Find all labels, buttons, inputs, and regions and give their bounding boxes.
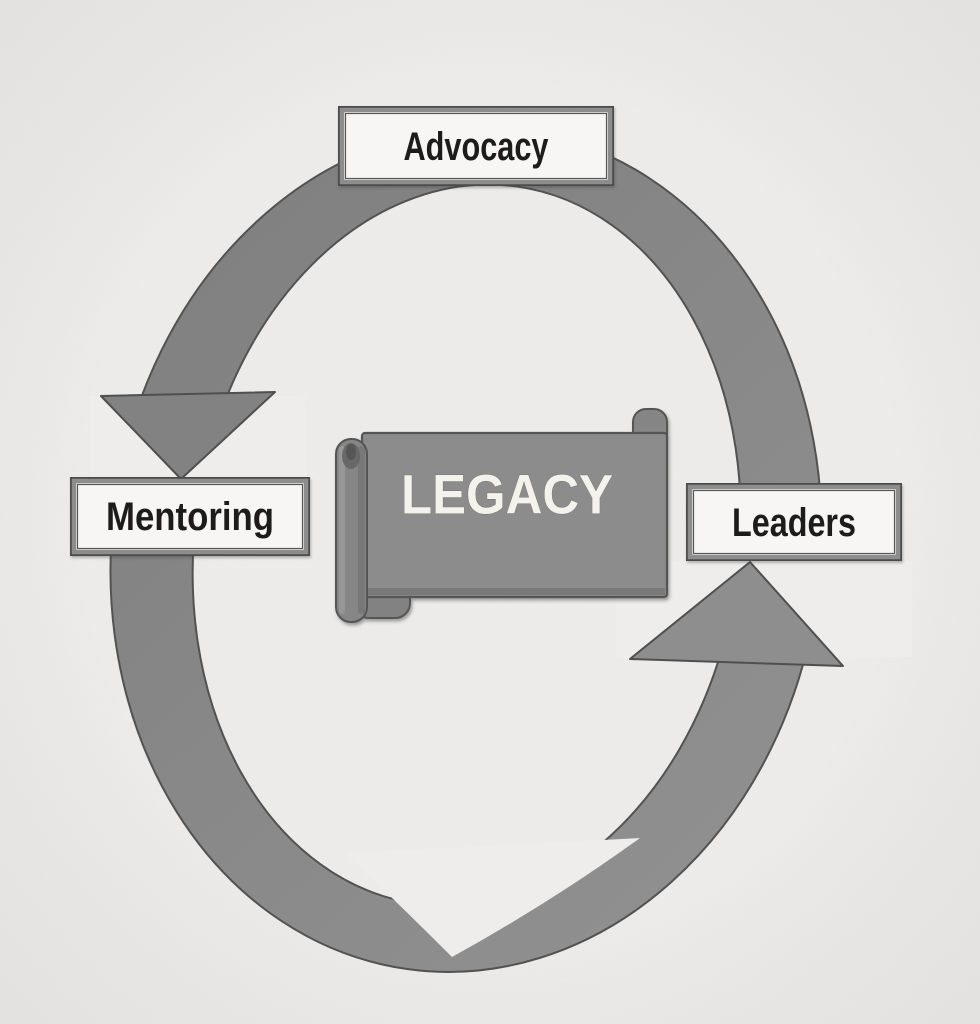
scroll-roll-opening-core (346, 444, 356, 460)
node-box-advocacy: Advocacy (338, 106, 614, 186)
legacy-label: LEGACY (401, 463, 613, 526)
advocacy-box-outer-edge (338, 106, 614, 186)
node-label-leaders: Leaders (732, 501, 856, 545)
mentoring-box-outer-edge (70, 477, 310, 556)
scroll-panel-bottom-shade (364, 588, 665, 595)
scroll-roll-highlight (339, 446, 345, 614)
node-label-mentoring: Mentoring (106, 495, 274, 539)
arrow-tail-notch (345, 838, 640, 957)
mentoring-box-frame (71, 478, 309, 555)
mentoring-box-inner-edge (76, 483, 304, 550)
leaders-box-frame (687, 484, 901, 560)
legacy-scroll: LEGACY (335, 408, 669, 623)
advocacy-box-frame (339, 107, 613, 185)
scroll-roll-shade (358, 446, 365, 614)
node-box-mentoring: Mentoring (70, 477, 310, 556)
leaders-box-outer-edge (686, 483, 902, 561)
node-box-leaders: Leaders (686, 483, 902, 561)
arrowhead-leaders-icon (629, 561, 844, 667)
leaders-box-inner-edge (692, 489, 896, 555)
node-label-advocacy: Advocacy (404, 125, 550, 169)
arrowhead-mentoring-icon (100, 391, 276, 480)
advocacy-box-inner-edge (344, 112, 608, 180)
